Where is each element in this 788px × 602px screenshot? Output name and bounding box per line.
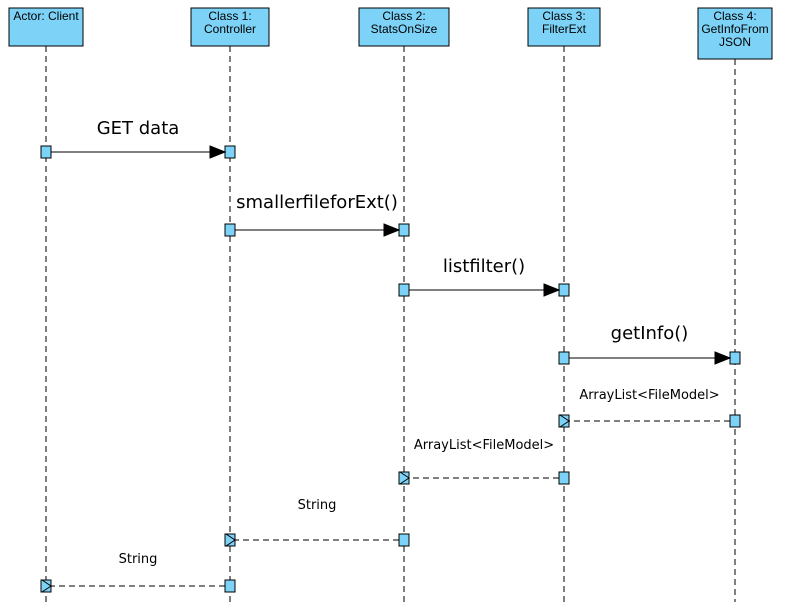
call-message-4: getInfo() bbox=[558, 323, 741, 365]
lifeline-label: Class 1: bbox=[208, 9, 251, 23]
lifeline-header-box[interactable] bbox=[8, 7, 84, 47]
message-label: String bbox=[119, 552, 158, 567]
activation-bar bbox=[729, 351, 741, 365]
message-label: listfilter() bbox=[443, 256, 525, 277]
open-arrowhead-icon bbox=[225, 533, 236, 547]
activation-bar bbox=[558, 414, 570, 428]
lifeline-label: FilterExt bbox=[542, 22, 587, 36]
lifeline-label: Controller bbox=[204, 22, 256, 36]
lifeline-header-box[interactable] bbox=[697, 7, 773, 60]
message-label: getInfo() bbox=[611, 323, 689, 344]
lifeline-filterext: Class 3:FilterExt bbox=[527, 7, 601, 602]
lifeline-client: Actor: Client bbox=[8, 7, 84, 602]
activation-bar bbox=[224, 533, 236, 547]
lifeline-header-box[interactable] bbox=[358, 7, 450, 47]
call-message-3: listfilter() bbox=[398, 256, 570, 297]
lifeline-header-box[interactable] bbox=[190, 7, 270, 47]
filled-arrowhead-icon bbox=[543, 283, 561, 297]
lifeline-label: Class 3: bbox=[542, 9, 585, 23]
activation-bar bbox=[398, 283, 410, 297]
activation-bar bbox=[224, 223, 236, 237]
activation-bar bbox=[398, 471, 410, 485]
open-arrowhead-icon bbox=[41, 579, 52, 593]
lifeline-header-box[interactable] bbox=[527, 7, 601, 47]
return-message-5: ArrayList<FileModel> bbox=[558, 388, 741, 428]
return-message-7: String bbox=[224, 498, 410, 547]
activation-bar bbox=[224, 579, 236, 593]
activation-bar bbox=[398, 533, 410, 547]
filled-arrowhead-icon bbox=[383, 223, 401, 237]
call-message-2: smallerfileforExt() bbox=[224, 192, 410, 237]
activation-bar bbox=[558, 351, 570, 365]
lifeline-label: GetInfoFrom bbox=[701, 22, 768, 36]
lifeline-label: StatsOnSize bbox=[371, 22, 438, 36]
message-label: ArrayList<FileModel> bbox=[579, 388, 719, 403]
open-arrowhead-icon bbox=[559, 414, 570, 428]
lifeline-label: JSON bbox=[719, 35, 751, 49]
message-label: smallerfileforExt() bbox=[236, 192, 398, 213]
return-message-6: ArrayList<FileModel> bbox=[398, 438, 570, 485]
activation-bar bbox=[40, 145, 52, 159]
filled-arrowhead-icon bbox=[714, 351, 732, 365]
lifeline-label: Actor: Client bbox=[13, 9, 79, 23]
message-label: GET data bbox=[97, 118, 180, 139]
return-message-8: String bbox=[40, 552, 236, 593]
activation-bar bbox=[398, 223, 410, 237]
activation-bar bbox=[224, 145, 236, 159]
activation-bar bbox=[729, 414, 741, 428]
lifeline-controller: Class 1:Controller bbox=[190, 7, 270, 602]
open-arrowhead-icon bbox=[399, 471, 410, 485]
activation-bar bbox=[558, 471, 570, 485]
lifeline-label: Class 4: bbox=[713, 9, 756, 23]
activation-bar bbox=[40, 579, 52, 593]
message-label: ArrayList<FileModel> bbox=[414, 438, 554, 453]
message-label: String bbox=[298, 498, 337, 513]
filled-arrowhead-icon bbox=[209, 145, 227, 159]
activation-bar bbox=[558, 283, 570, 297]
call-message-1: GET data bbox=[40, 118, 236, 159]
lifeline-label: Class 2: bbox=[382, 9, 425, 23]
lifeline-statsonsize: Class 2:StatsOnSize bbox=[358, 7, 450, 602]
